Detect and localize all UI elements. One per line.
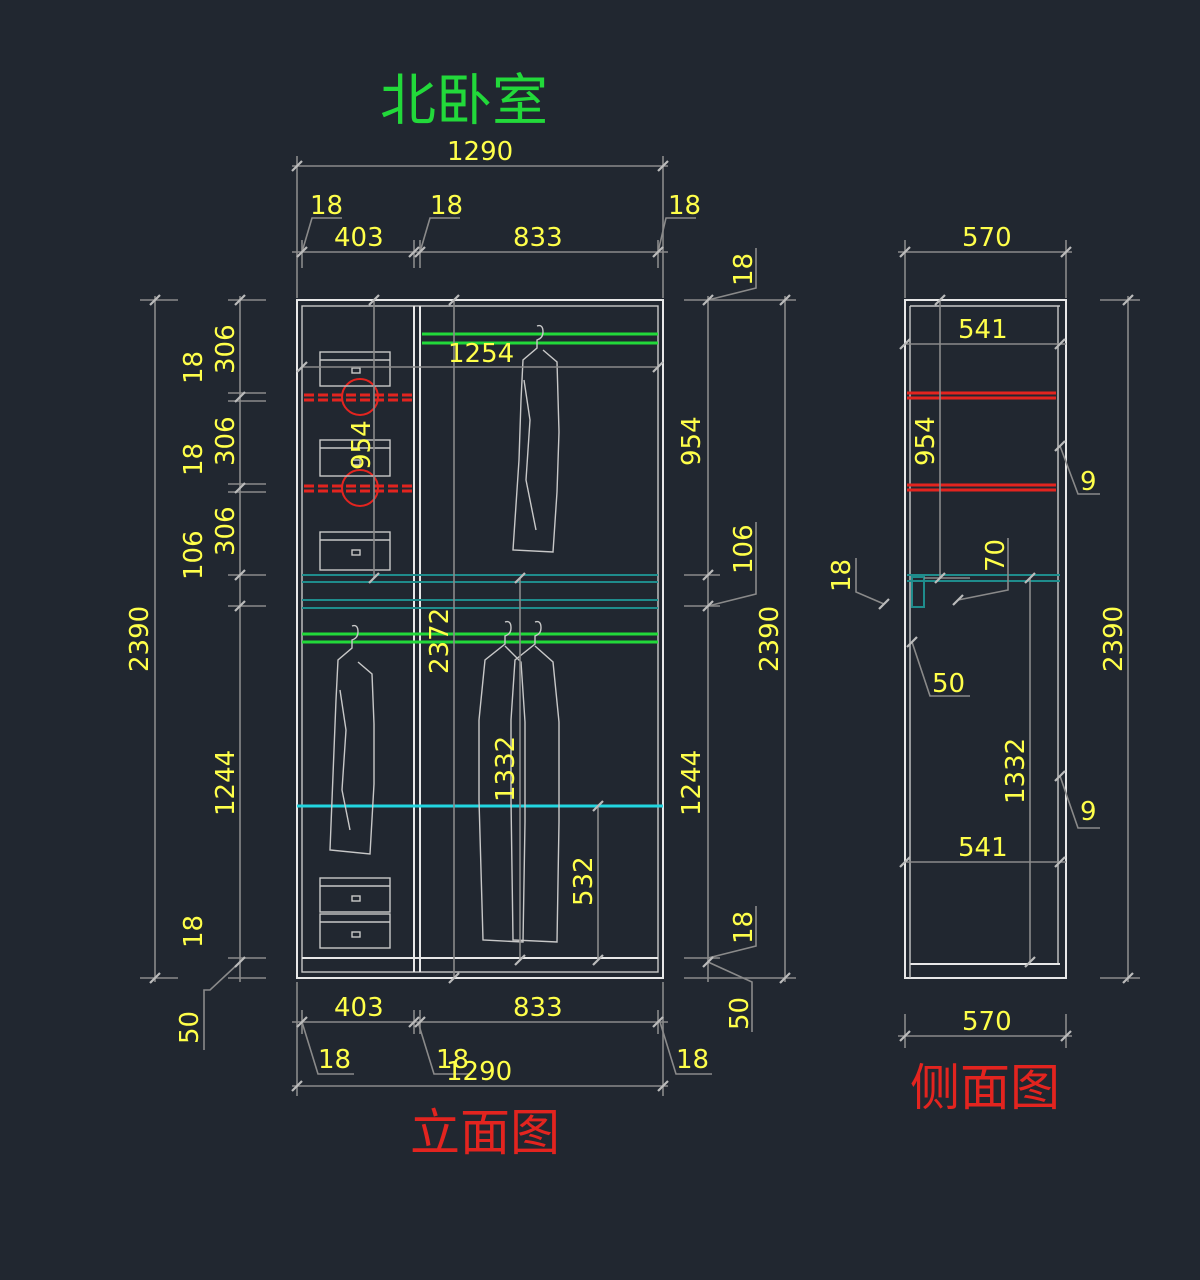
side-dim-2390: 2390 bbox=[1099, 606, 1129, 672]
dim-left-seg-1: 306 bbox=[211, 324, 241, 374]
side-dim-954: 954 bbox=[911, 416, 941, 466]
side-outer-frame bbox=[904, 299, 1067, 979]
dim-left-seg-3: 306 bbox=[211, 506, 241, 556]
hanging-coat-2 bbox=[329, 624, 375, 855]
dim-bottom-right-board: 18 bbox=[676, 1045, 709, 1075]
dim-top-right-width: 833 bbox=[513, 223, 563, 253]
dim-right-2390: 2390 bbox=[755, 606, 785, 672]
side-dim-9-bottom: 9 bbox=[1080, 797, 1097, 827]
dim-left-lower: 1244 bbox=[211, 750, 241, 816]
dim-left-plinth: 50 bbox=[175, 1011, 205, 1044]
side-dim-bottom-570: 570 bbox=[962, 1007, 1012, 1037]
dim-right-106: 106 bbox=[729, 524, 759, 574]
dim-bottom-right-width: 833 bbox=[513, 993, 563, 1023]
dim-left-total-height: 2390 bbox=[125, 606, 155, 672]
elevation-title: 立面图 bbox=[410, 1104, 560, 1162]
side-dim-541-bottom: 541 bbox=[958, 833, 1008, 863]
dim-top-right-board: 18 bbox=[668, 191, 701, 221]
dim-bottom-1290: 1290 bbox=[446, 1057, 512, 1087]
room-title: 北卧室 bbox=[380, 69, 548, 134]
dim-top-middle-board: 18 bbox=[430, 191, 463, 221]
side-dim-50: 50 bbox=[932, 669, 965, 699]
storage-box-4 bbox=[319, 877, 391, 913]
dim-right-plinth: 50 bbox=[725, 997, 755, 1030]
side-view-title: 侧面图 bbox=[910, 1059, 1060, 1117]
dim-inner-532: 532 bbox=[569, 856, 599, 906]
side-dim-541-top: 541 bbox=[958, 315, 1008, 345]
dim-left-gap: 106 bbox=[179, 530, 209, 580]
dim-top-left-board: 18 bbox=[310, 191, 343, 221]
dim-top-1290: 1290 bbox=[447, 137, 513, 167]
cabinet-inner-frame bbox=[301, 305, 659, 973]
hanging-coat-1 bbox=[512, 324, 560, 553]
storage-box-1 bbox=[319, 351, 391, 387]
storage-box-5 bbox=[319, 913, 391, 949]
storage-box-2 bbox=[319, 439, 391, 477]
side-view: 570 541 954 9 18 70 50 2390 1332 9 541 5… bbox=[827, 223, 1140, 1048]
dim-right-top-board: 18 bbox=[729, 253, 759, 286]
side-dim-board-18: 18 bbox=[827, 559, 857, 592]
side-dim-70: 70 bbox=[981, 539, 1011, 572]
dim-left-bottom-board: 18 bbox=[179, 915, 209, 948]
dim-right-1244: 1244 bbox=[677, 750, 707, 816]
dim-inner-1332: 1332 bbox=[491, 736, 521, 802]
dim-inner-954: 954 bbox=[347, 420, 377, 470]
dim-left-seg-2: 306 bbox=[211, 416, 241, 466]
dim-inner-2372: 2372 bbox=[425, 608, 455, 674]
side-dim-top-570: 570 bbox=[962, 223, 1012, 253]
cabinet-outer-frame bbox=[296, 299, 664, 979]
dim-right-954: 954 bbox=[677, 416, 707, 466]
dim-bottom-middle-board: 18 bbox=[436, 1045, 469, 1075]
elevation-view: 1290 18 18 18 403 833 1254 2390 306 18 3… bbox=[125, 137, 796, 1096]
dim-top-left-width: 403 bbox=[334, 223, 384, 253]
dim-bottom-left-board: 18 bbox=[318, 1045, 351, 1075]
hanging-coat-3 bbox=[478, 620, 560, 943]
side-rail-bracket bbox=[911, 576, 925, 608]
adjustment-circle-1 bbox=[341, 378, 379, 416]
adjustment-circle-2 bbox=[341, 469, 379, 507]
dim-left-board-1: 18 bbox=[179, 351, 209, 384]
dim-bottom-left-width: 403 bbox=[334, 993, 384, 1023]
side-dim-1332: 1332 bbox=[1001, 738, 1031, 804]
dim-right-bottom-board: 18 bbox=[729, 911, 759, 944]
storage-box-3 bbox=[319, 531, 391, 571]
dim-inner-1254: 1254 bbox=[448, 339, 514, 369]
side-dim-9-top: 9 bbox=[1080, 467, 1097, 497]
dim-left-board-2: 18 bbox=[179, 443, 209, 476]
